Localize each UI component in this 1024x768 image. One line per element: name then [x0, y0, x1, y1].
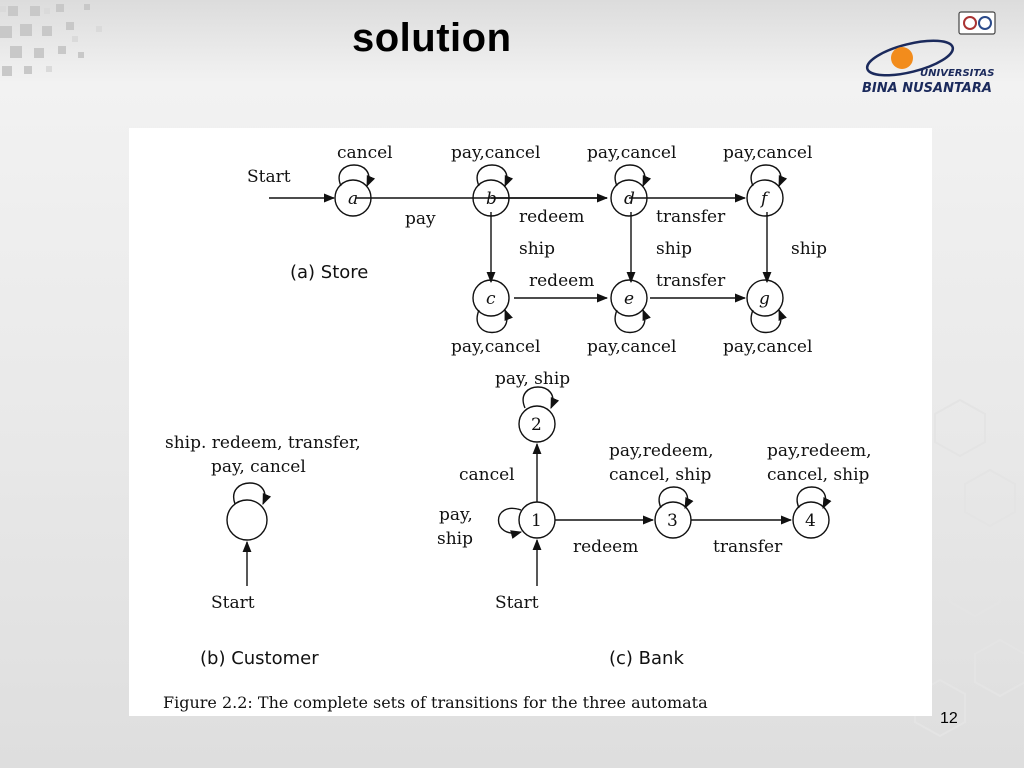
header-band — [0, 0, 1024, 84]
svg-text:2: 2 — [531, 415, 542, 435]
svg-text:ship: ship — [656, 239, 692, 259]
bank-graph — [497, 386, 832, 586]
svg-text:Start: Start — [247, 167, 291, 187]
svg-text:f: f — [759, 189, 770, 209]
svg-text:pay,: pay, — [439, 505, 473, 525]
bank-labels: pay, ship 2 cancel pay,redeem, cancel, s… — [437, 369, 871, 669]
svg-text:pay,cancel: pay,cancel — [587, 337, 676, 357]
customer-graph — [226, 482, 272, 586]
sun-icon — [891, 47, 913, 69]
svg-text:pay, cancel: pay, cancel — [211, 457, 306, 477]
svg-text:(c) Bank: (c) Bank — [609, 648, 684, 669]
svg-text:pay,redeem,: pay,redeem, — [767, 441, 871, 461]
svg-text:pay, ship: pay, ship — [495, 369, 570, 389]
store-loops — [338, 164, 788, 334]
svg-text:redeem: redeem — [573, 537, 638, 557]
svg-text:ship: ship — [791, 239, 827, 259]
svg-text:(b) Customer: (b) Customer — [200, 648, 319, 669]
brand-line1: UNIVERSITAS — [920, 68, 994, 79]
svg-text:Start: Start — [495, 593, 539, 613]
svg-text:(a) Store: (a) Store — [290, 262, 368, 283]
svg-text:pay,cancel: pay,cancel — [587, 143, 676, 163]
decorative-pixel-pattern — [0, 4, 102, 76]
svg-text:transfer: transfer — [656, 271, 726, 291]
svg-text:a: a — [348, 189, 358, 209]
svg-text:pay,cancel: pay,cancel — [451, 143, 540, 163]
svg-text:ship: ship — [437, 529, 473, 549]
svg-text:cancel: cancel — [459, 465, 515, 485]
svg-text:c: c — [486, 289, 496, 309]
svg-text:Start: Start — [211, 593, 255, 613]
brand-line2: BINA NUSANTARA — [862, 81, 992, 96]
figure-caption: Figure 2.2: The complete sets of transit… — [163, 693, 708, 712]
diagram-panel: a b d f c e g Start cancel pay,cancel pa… — [129, 128, 932, 716]
svg-text:cancel: cancel — [337, 143, 393, 163]
svg-text:cancel, ship: cancel, ship — [609, 465, 712, 485]
automata-diagram: a b d f c e g Start cancel pay,cancel pa… — [163, 143, 871, 712]
svg-text:g: g — [759, 289, 770, 309]
orbit-icon — [865, 39, 955, 77]
svg-text:b: b — [486, 189, 497, 209]
svg-text:4: 4 — [805, 511, 816, 531]
svg-text:pay,redeem,: pay,redeem, — [609, 441, 713, 461]
svg-text:pay,cancel: pay,cancel — [723, 143, 812, 163]
svg-text:3: 3 — [667, 511, 678, 531]
store-labels: Start cancel pay,cancel pay,cancel pay,c… — [247, 143, 827, 357]
svg-text:ship. redeem, transfer,: ship. redeem, transfer, — [165, 433, 361, 453]
svg-text:redeem: redeem — [529, 271, 594, 291]
svg-text:ship: ship — [519, 239, 555, 259]
svg-text:cancel, ship: cancel, ship — [767, 465, 870, 485]
bina-nusantara-logo: UNIVERSITAS BINA NUSANTARA — [862, 11, 996, 96]
svg-text:transfer: transfer — [713, 537, 783, 557]
store-edges — [269, 193, 772, 303]
svg-text:d: d — [624, 189, 635, 209]
page-number: 12 — [940, 710, 958, 727]
svg-text:transfer: transfer — [656, 207, 726, 227]
svg-text:e: e — [624, 289, 634, 309]
svg-text:1: 1 — [531, 511, 542, 531]
store-states — [334, 179, 784, 317]
slide-title: solution — [352, 16, 512, 60]
svg-text:redeem: redeem — [519, 207, 584, 227]
store-state-labels: a b d f c e g — [348, 189, 770, 309]
svg-text:pay,cancel: pay,cancel — [723, 337, 812, 357]
svg-text:pay,cancel: pay,cancel — [451, 337, 540, 357]
customer-labels: ship. redeem, transfer, pay, cancel Star… — [165, 433, 361, 669]
svg-text:pay: pay — [405, 209, 436, 229]
